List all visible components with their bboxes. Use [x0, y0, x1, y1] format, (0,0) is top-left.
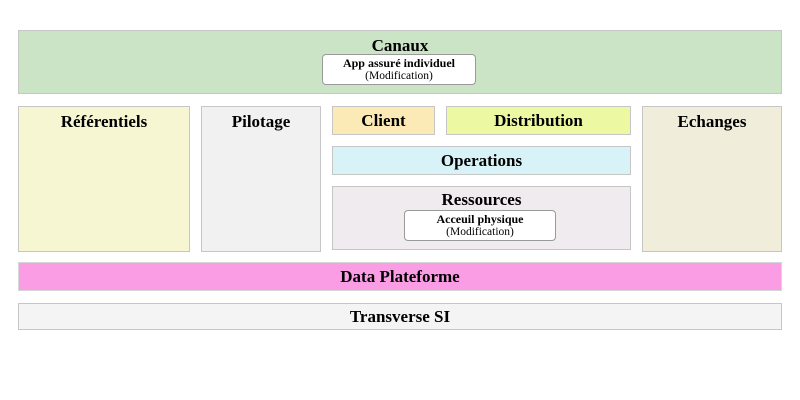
block-operations-label: Operations — [440, 150, 523, 170]
block-pilotage-label: Pilotage — [231, 112, 291, 131]
block-referentiels-label: Référentiels — [60, 112, 148, 131]
block-operations: Operations — [332, 146, 631, 175]
app-card-canaux: App assuré individuel (Modification) — [322, 54, 476, 85]
block-distribution: Distribution — [446, 106, 631, 135]
block-data-plateforme: Data Plateforme — [18, 262, 782, 291]
block-canaux: Canaux App assuré individuel (Modificati… — [18, 30, 782, 94]
block-ressources-label: Ressources — [441, 190, 522, 209]
block-echanges: Echanges — [642, 106, 782, 252]
block-ressources: Ressources Acceuil physique (Modificatio… — [332, 186, 631, 250]
block-data-plateforme-label: Data Plateforme — [340, 266, 460, 286]
app-card-ressources-subtitle: (Modification) — [446, 226, 514, 238]
app-card-canaux-title: App assuré individuel — [342, 56, 456, 70]
block-client: Client — [332, 106, 435, 135]
block-canaux-label: Canaux — [371, 36, 429, 55]
app-card-ressources: Acceuil physique (Modification) — [404, 210, 556, 241]
block-transverse-si-label: Transverse SI — [349, 306, 451, 326]
block-pilotage: Pilotage — [201, 106, 321, 252]
block-client-label: Client — [361, 110, 406, 130]
app-card-ressources-title: Acceuil physique — [436, 212, 524, 226]
block-referentiels: Référentiels — [18, 106, 190, 252]
app-card-canaux-subtitle: (Modification) — [365, 70, 433, 82]
block-echanges-label: Echanges — [677, 112, 747, 131]
block-distribution-label: Distribution — [494, 110, 583, 130]
block-transverse-si: Transverse SI — [18, 303, 782, 330]
